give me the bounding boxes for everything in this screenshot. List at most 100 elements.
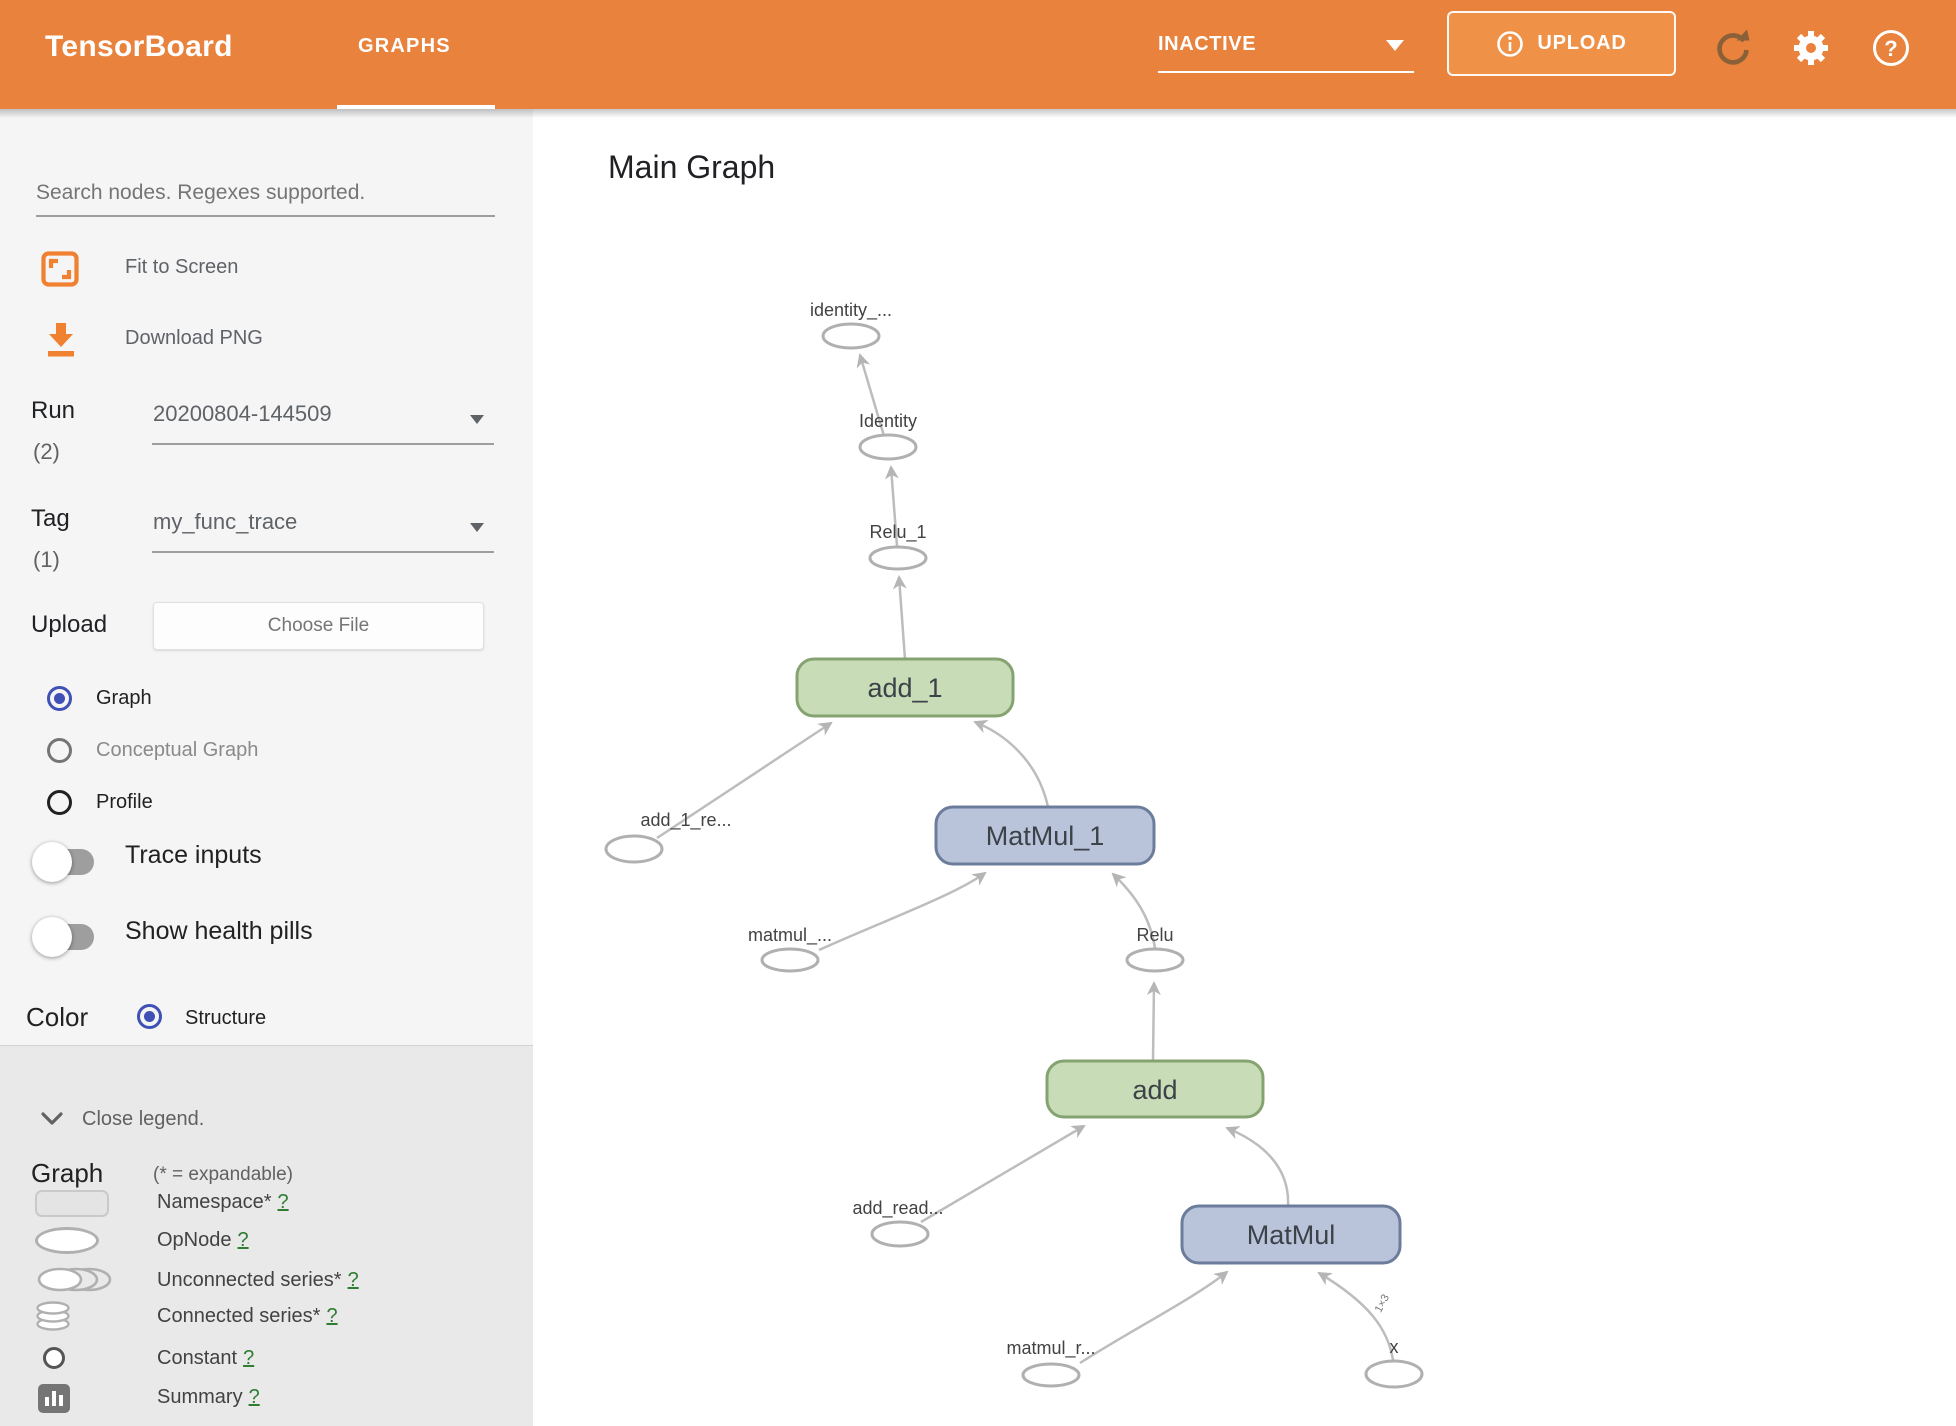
help-link[interactable]: ? <box>248 1386 260 1408</box>
run-count: (2) <box>33 439 60 464</box>
edge-relu-to-matmul1 <box>1111 872 1157 949</box>
node-label: add_1 <box>867 673 942 703</box>
close-legend-button[interactable]: Close legend. <box>82 1108 205 1130</box>
page-title: Main Graph <box>608 149 776 185</box>
node-relu[interactable] <box>1125 947 1185 973</box>
graph-canvas[interactable]: 1×3 identity_... Identity Relu_1 add_1 a… <box>533 109 1956 1426</box>
node-label: Relu_1 <box>869 522 926 543</box>
constant-swatch <box>43 1347 65 1369</box>
legend-note: (* = expandable) <box>153 1164 293 1185</box>
download-png-icon[interactable] <box>45 321 77 359</box>
help-link[interactable]: ? <box>326 1305 338 1327</box>
unconnected-series-swatch <box>37 1267 112 1292</box>
node-identity-out[interactable] <box>821 322 881 350</box>
edge-identity-to-identity-out <box>856 353 886 437</box>
node-add-1[interactable] <box>795 657 1015 718</box>
chevron-down-icon[interactable] <box>470 415 484 424</box>
upload-button[interactable]: UPLOAD <box>1447 11 1676 76</box>
node-matmul[interactable] <box>1180 1204 1402 1265</box>
edge-matmul-to-add <box>1225 1126 1290 1207</box>
node-identity[interactable] <box>858 433 918 461</box>
edge-matmulread-to-matmul1 <box>818 871 987 952</box>
radio-profile-label[interactable]: Profile <box>96 791 153 813</box>
namespace-swatch <box>35 1190 109 1217</box>
fit-to-screen-button[interactable]: Fit to Screen <box>125 256 239 278</box>
chevron-down-icon[interactable] <box>41 1112 63 1126</box>
tab-active-underline <box>337 105 495 109</box>
info-icon <box>1497 30 1524 57</box>
color-by-label: Color <box>26 1002 89 1032</box>
tag-label: Tag <box>31 505 70 532</box>
radio-graph-label[interactable]: Graph <box>96 687 152 709</box>
run-select[interactable]: 20200804-144509 <box>153 401 332 426</box>
svg-text:?: ? <box>1884 36 1897 61</box>
edge-addread-to-add <box>920 1124 1086 1224</box>
radio-conceptual-graph-label[interactable]: Conceptual Graph <box>96 739 259 761</box>
legend-item-summary: Summary? <box>157 1386 260 1408</box>
run-label: Run <box>31 397 76 424</box>
help-link[interactable]: ? <box>277 1191 289 1213</box>
edge-add-to-relu <box>1146 981 1161 1062</box>
edge-relu1-to-identity <box>884 465 899 547</box>
trace-inputs-toggle[interactable] <box>32 842 94 882</box>
app-title: TensorBoard <box>45 30 233 63</box>
sidebar: Fit to Screen Download PNG Run (2) 20200… <box>0 109 533 1426</box>
graph-edges: 1×3 <box>656 353 1395 1365</box>
status-dropdown-underline <box>1158 71 1414 73</box>
node-relu-1[interactable] <box>868 545 928 571</box>
node-matmul-1[interactable] <box>934 805 1156 866</box>
bar-chart-icon <box>45 1391 63 1406</box>
radio-structure-label[interactable]: Structure <box>185 1007 267 1029</box>
help-link[interactable]: ? <box>347 1269 359 1291</box>
toggle-knob <box>32 842 72 882</box>
node-add-read[interactable] <box>870 1220 930 1248</box>
node-add[interactable] <box>1045 1059 1265 1119</box>
show-health-pills-label: Show health pills <box>125 917 313 945</box>
node-matmul-read-1[interactable] <box>1021 1362 1081 1388</box>
header-shadow <box>0 109 1956 118</box>
radio-conceptual-graph[interactable] <box>47 738 72 763</box>
edge-shape-label: 1×3 <box>1373 1293 1392 1315</box>
node-add-1-read[interactable] <box>604 834 664 864</box>
gear-icon[interactable] <box>1791 28 1831 68</box>
graph-nodes: identity_... Identity Relu_1 add_1 add_1… <box>604 300 1424 1389</box>
tag-select[interactable]: my_func_trace <box>153 509 298 534</box>
chevron-down-icon[interactable] <box>470 523 484 532</box>
search-input[interactable] <box>36 171 495 217</box>
help-icon[interactable]: ? <box>1871 28 1911 68</box>
legend-item-opnode: OpNode? <box>157 1229 249 1251</box>
run-select-underline <box>152 443 494 445</box>
legend-item-constant: Constant? <box>157 1347 255 1369</box>
legend-item-unconnected-series: Unconnected series*? <box>157 1269 359 1291</box>
node-x[interactable] <box>1364 1359 1424 1389</box>
node-label: Identity <box>859 411 917 431</box>
status-dropdown[interactable]: INACTIVE <box>1158 33 1257 55</box>
node-matmul-read[interactable] <box>760 947 820 973</box>
fit-to-screen-icon[interactable] <box>41 251 79 287</box>
show-health-pills-toggle[interactable] <box>32 917 94 957</box>
node-label: identity_... <box>810 300 892 321</box>
edge-x-to-matmul <box>1317 1271 1395 1361</box>
download-png-button[interactable]: Download PNG <box>125 327 263 349</box>
radio-profile[interactable] <box>47 790 72 815</box>
help-link[interactable]: ? <box>243 1347 255 1369</box>
app-header: TensorBoard GRAPHS INACTIVE UPLOAD ? <box>0 0 1956 109</box>
opnode-swatch <box>35 1227 99 1254</box>
upload-button-label: UPLOAD <box>1537 32 1627 54</box>
main-graph-area: Main Graph 1×3 identity_... <box>533 109 1956 1426</box>
chevron-down-icon[interactable] <box>1386 40 1404 51</box>
legend-panel: Close legend. Graph (* = expandable) Nam… <box>0 1045 533 1426</box>
toggle-knob <box>32 917 72 957</box>
node-label: MatMul <box>1247 1220 1336 1250</box>
refresh-icon[interactable] <box>1713 28 1753 68</box>
connected-series-swatch <box>36 1301 70 1331</box>
choose-file-button[interactable]: Choose File <box>153 602 484 650</box>
radio-structure[interactable] <box>137 1004 162 1029</box>
trace-inputs-label: Trace inputs <box>125 841 262 869</box>
summary-swatch <box>38 1384 70 1413</box>
radio-graph[interactable] <box>47 686 72 711</box>
node-label: add_1_re... <box>640 810 731 831</box>
tab-graphs[interactable]: GRAPHS <box>358 35 451 57</box>
help-link[interactable]: ? <box>237 1229 249 1251</box>
upload-label: Upload <box>31 611 108 638</box>
